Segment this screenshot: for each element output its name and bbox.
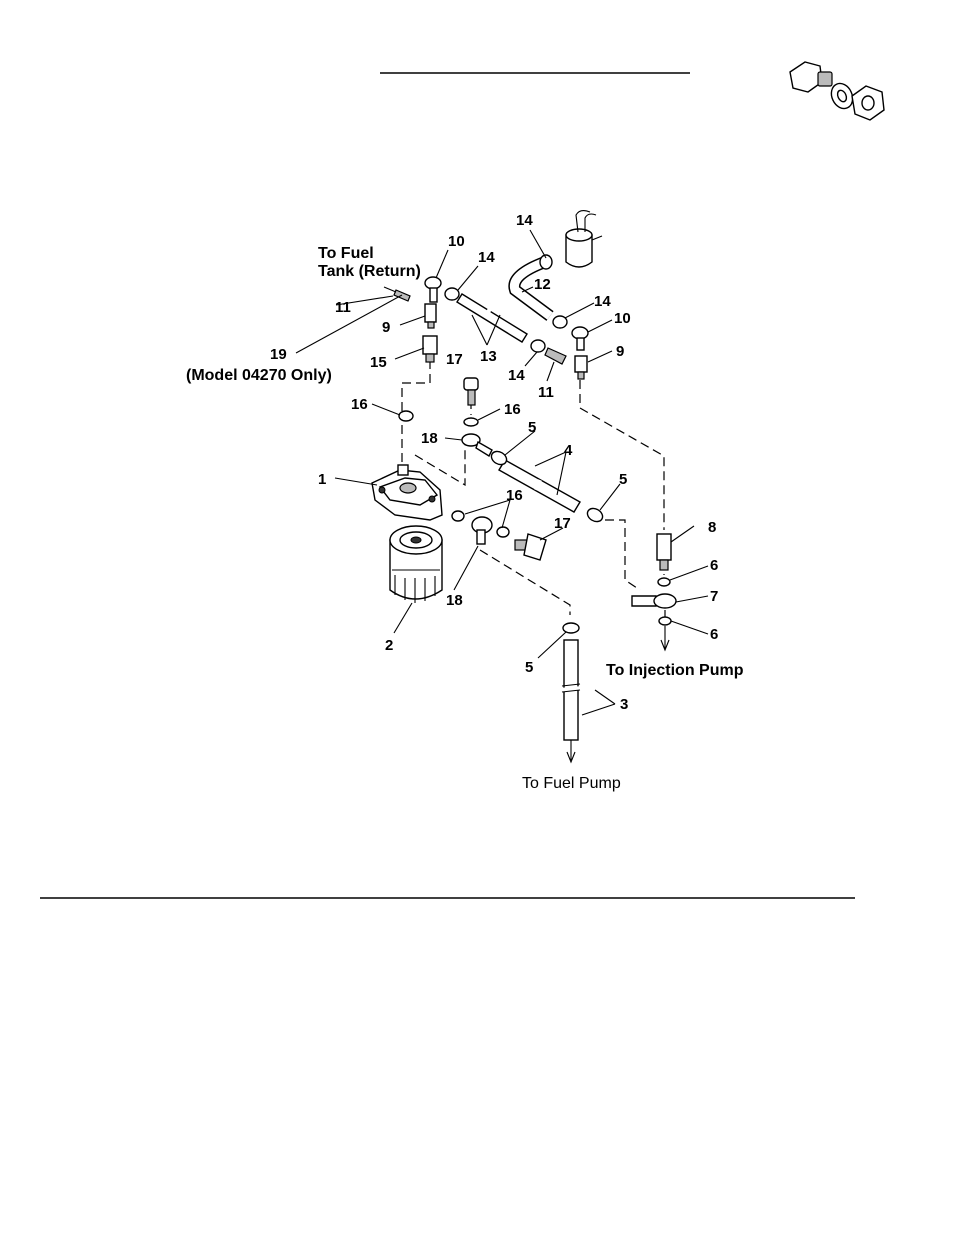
callout-10-left: 10 <box>448 233 465 250</box>
elbow-part-10-left <box>425 277 441 302</box>
callout-17-lower: 17 <box>554 515 571 532</box>
callout-11-left: 11 <box>335 299 351 316</box>
dash-filter-head-left <box>402 360 430 415</box>
callout-4: 4 <box>564 442 573 459</box>
bolt-part-11-left <box>384 287 410 301</box>
callout-9-right: 9 <box>616 343 624 360</box>
callout-6-lower: 6 <box>710 626 718 643</box>
bolt-part-17-lower <box>515 534 546 560</box>
hose-part-4 <box>499 460 580 512</box>
elbow-part-10-right <box>572 327 588 350</box>
clamp-5-lower <box>563 623 579 633</box>
callout-1: 1 <box>318 471 326 488</box>
dash-18-to-5 <box>480 550 570 615</box>
washer-6-lower <box>659 617 671 625</box>
leader-lines <box>296 230 708 715</box>
callout-14-upper-left: 14 <box>478 249 495 266</box>
callout-19: 19 <box>270 346 287 363</box>
clamp-14-lower-mid <box>531 340 545 352</box>
banjo-part-7 <box>632 594 676 608</box>
washer-16-lower-left <box>452 511 464 521</box>
fitting-part-8 <box>657 534 671 570</box>
callout-17-upper: 17 <box>446 351 463 368</box>
clamp-14-upper-left <box>445 288 459 300</box>
callout-5-upper: 5 <box>528 419 536 436</box>
washer-6-upper <box>658 578 670 586</box>
callout-10-right: 10 <box>614 310 631 327</box>
callout-8: 8 <box>708 519 716 536</box>
callout-6-upper: 6 <box>710 557 718 574</box>
banjo-part-18-upper <box>462 434 492 456</box>
callout-13: 13 <box>480 348 497 365</box>
callout-5-right: 5 <box>619 471 627 488</box>
callout-16-head: 16 <box>351 396 368 413</box>
washer-16-lower-right <box>497 527 509 537</box>
fitting-part-9-left <box>425 304 436 328</box>
label-to-injection-pump: To Injection Pump <box>606 662 744 679</box>
label-to-fuel-tank-line2: Tank (Return) <box>318 263 421 280</box>
callout-11-right: 11 <box>538 384 554 401</box>
dash-4-to-7 <box>605 520 640 590</box>
callout-14-lower: 14 <box>508 367 525 384</box>
water-separator <box>566 211 602 267</box>
washer-16-upper <box>464 418 478 426</box>
arrow-injection-pump <box>661 626 669 650</box>
clamp-5-right <box>585 506 605 524</box>
callout-16-lower: 16 <box>506 487 523 504</box>
banjo-part-18-lower <box>472 517 492 544</box>
bolt-part-17-upper <box>464 378 478 405</box>
label-to-fuel-tank-line1: To Fuel <box>318 245 374 262</box>
filter-part-2 <box>390 526 442 603</box>
label-to-fuel-pump: To Fuel Pump <box>522 775 621 792</box>
bolt-washer-nut-icon <box>790 62 884 120</box>
callout-18-lower: 18 <box>446 592 463 609</box>
bolt-part-11-right <box>545 348 566 364</box>
fitting-part-15 <box>423 336 437 362</box>
washer-16-head <box>399 411 413 421</box>
callout-15: 15 <box>370 354 387 371</box>
callout-2: 2 <box>385 637 393 654</box>
label-model-note: (Model 04270 Only) <box>186 367 332 384</box>
callout-12: 12 <box>534 276 551 293</box>
fitting-part-9-right <box>575 356 587 379</box>
callout-9-left: 9 <box>382 319 390 336</box>
callout-18-upper: 18 <box>421 430 438 447</box>
callout-7: 7 <box>710 588 718 605</box>
callout-14-top: 14 <box>516 212 533 229</box>
callout-5-lower: 5 <box>525 659 533 676</box>
callout-16-upper: 16 <box>504 401 521 418</box>
callout-14-right: 14 <box>594 293 611 310</box>
callout-3: 3 <box>620 696 628 713</box>
hose-part-3 <box>560 640 582 762</box>
dash-9-to-8 <box>580 380 664 530</box>
filter-head-part-1 <box>372 465 442 520</box>
